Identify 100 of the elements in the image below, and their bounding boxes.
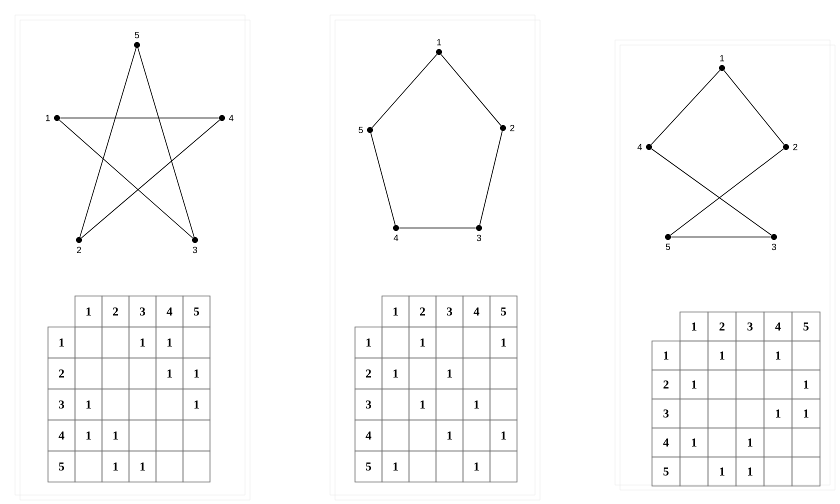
node-label: 1 bbox=[46, 114, 50, 122]
vertex: 3 bbox=[476, 225, 482, 242]
graph-edge bbox=[670, 236, 772, 238]
node-label: 1 bbox=[720, 55, 724, 62]
vertex: 1 bbox=[719, 55, 725, 71]
node-label: 3 bbox=[192, 246, 198, 254]
header-cell: 5 bbox=[792, 312, 820, 342]
matrix-cell: 1 bbox=[436, 420, 464, 452]
matrix-cell: 1 bbox=[102, 420, 130, 452]
graph-edge bbox=[670, 148, 784, 236]
header-cell: 5 bbox=[652, 456, 680, 486]
vertex: 5 bbox=[665, 234, 671, 250]
vertex: 1 bbox=[436, 39, 442, 55]
header-cell: 5 bbox=[48, 450, 76, 482]
vertex: 5 bbox=[358, 126, 373, 134]
matrix-cell: 1 bbox=[182, 388, 210, 420]
matrix-cell: 1 bbox=[74, 388, 102, 420]
node-label: 4 bbox=[394, 234, 398, 241]
vertex: 5 bbox=[134, 32, 140, 48]
node-label: 3 bbox=[476, 234, 482, 242]
matrix-cell: 1 bbox=[408, 388, 436, 420]
matrix-cell: 1 bbox=[680, 428, 708, 458]
graph-edge bbox=[370, 132, 396, 226]
node-label: 3 bbox=[772, 244, 776, 250]
node-label: 4 bbox=[228, 114, 234, 122]
header-cell: 1 bbox=[74, 296, 102, 328]
header-cell: 1 bbox=[354, 326, 382, 358]
matrix-cell: 1 bbox=[736, 428, 764, 458]
graph-edge bbox=[440, 54, 502, 126]
header-cell: 3 bbox=[128, 296, 156, 328]
header-cell: 4 bbox=[764, 312, 792, 342]
matrix-cell: 1 bbox=[462, 388, 490, 420]
header-cell: 4 bbox=[462, 296, 490, 328]
graph-edge bbox=[80, 48, 136, 238]
header-cell: 5 bbox=[354, 450, 382, 482]
header-cell: 4 bbox=[652, 428, 680, 458]
node-label: 5 bbox=[358, 126, 363, 134]
matrix-cell: 1 bbox=[408, 326, 436, 358]
graph-edge bbox=[372, 54, 438, 128]
node-label: 4 bbox=[637, 144, 642, 150]
node-label: 5 bbox=[134, 32, 140, 38]
vertex: 3 bbox=[192, 237, 198, 254]
vertex: 2 bbox=[783, 144, 798, 150]
header-cell: 2 bbox=[48, 358, 76, 390]
matrix-cell: 1 bbox=[102, 450, 130, 482]
node-label: 2 bbox=[76, 246, 82, 254]
matrix-cell: 1 bbox=[764, 398, 792, 428]
graph-edge bbox=[724, 70, 784, 145]
graph-edge bbox=[650, 70, 720, 146]
header-cell: 4 bbox=[156, 296, 184, 328]
header-cell: 3 bbox=[652, 398, 680, 428]
matrix-cell: 1 bbox=[708, 456, 736, 486]
matrix-cell: 1 bbox=[764, 340, 792, 370]
vertex: 1 bbox=[46, 114, 60, 122]
node-label: 5 bbox=[666, 244, 670, 250]
header-cell: 2 bbox=[354, 358, 382, 390]
node-label: 1 bbox=[437, 39, 442, 46]
header-cell: 5 bbox=[490, 296, 518, 328]
header-cell: 1 bbox=[382, 296, 410, 328]
header-cell: 2 bbox=[408, 296, 436, 328]
matrix-cell: 1 bbox=[382, 450, 410, 482]
vertex: 4 bbox=[219, 114, 234, 122]
vertex: 3 bbox=[771, 234, 777, 250]
header-cell: 3 bbox=[354, 388, 382, 420]
matrix-cell: 1 bbox=[128, 450, 156, 482]
header-cell: 2 bbox=[102, 296, 130, 328]
vertex: 2 bbox=[76, 237, 82, 254]
header-cell: 4 bbox=[48, 420, 76, 452]
matrix-cell: 1 bbox=[490, 326, 518, 358]
matrix-cell: 1 bbox=[156, 326, 184, 358]
matrix-cell: 1 bbox=[182, 358, 210, 390]
vertex: 2 bbox=[500, 124, 514, 132]
header-cell: 1 bbox=[680, 312, 708, 342]
header-cell: 3 bbox=[48, 388, 76, 420]
matrix-cell: 1 bbox=[128, 326, 156, 358]
graph-edge bbox=[479, 130, 503, 226]
header-cell: 3 bbox=[736, 312, 764, 342]
header-cell: 5 bbox=[182, 296, 210, 328]
graph-edge bbox=[59, 120, 194, 238]
matrix-cell: 1 bbox=[680, 370, 708, 400]
matrix-cell: 1 bbox=[736, 456, 764, 486]
header-cell: 1 bbox=[48, 326, 76, 358]
matrix-cell: 1 bbox=[792, 398, 820, 428]
header-cell: 2 bbox=[652, 370, 680, 400]
graph-edge bbox=[138, 48, 194, 238]
matrix-cell: 1 bbox=[156, 358, 184, 390]
header-cell: 3 bbox=[436, 296, 464, 328]
matrix-cell: 1 bbox=[436, 358, 464, 390]
node-label: 2 bbox=[510, 124, 514, 132]
header-cell: 4 bbox=[354, 420, 382, 452]
vertex: 4 bbox=[393, 225, 399, 241]
matrix-cell: 1 bbox=[462, 450, 490, 482]
matrix-cell: 1 bbox=[708, 340, 736, 370]
matrix-cell: 1 bbox=[382, 358, 410, 390]
header-cell: 1 bbox=[652, 340, 680, 370]
graph-edge bbox=[81, 120, 220, 238]
node-label: 2 bbox=[793, 144, 798, 150]
header-cell: 2 bbox=[708, 312, 736, 342]
vertex: 4 bbox=[637, 144, 652, 150]
matrix-cell: 1 bbox=[792, 370, 820, 400]
